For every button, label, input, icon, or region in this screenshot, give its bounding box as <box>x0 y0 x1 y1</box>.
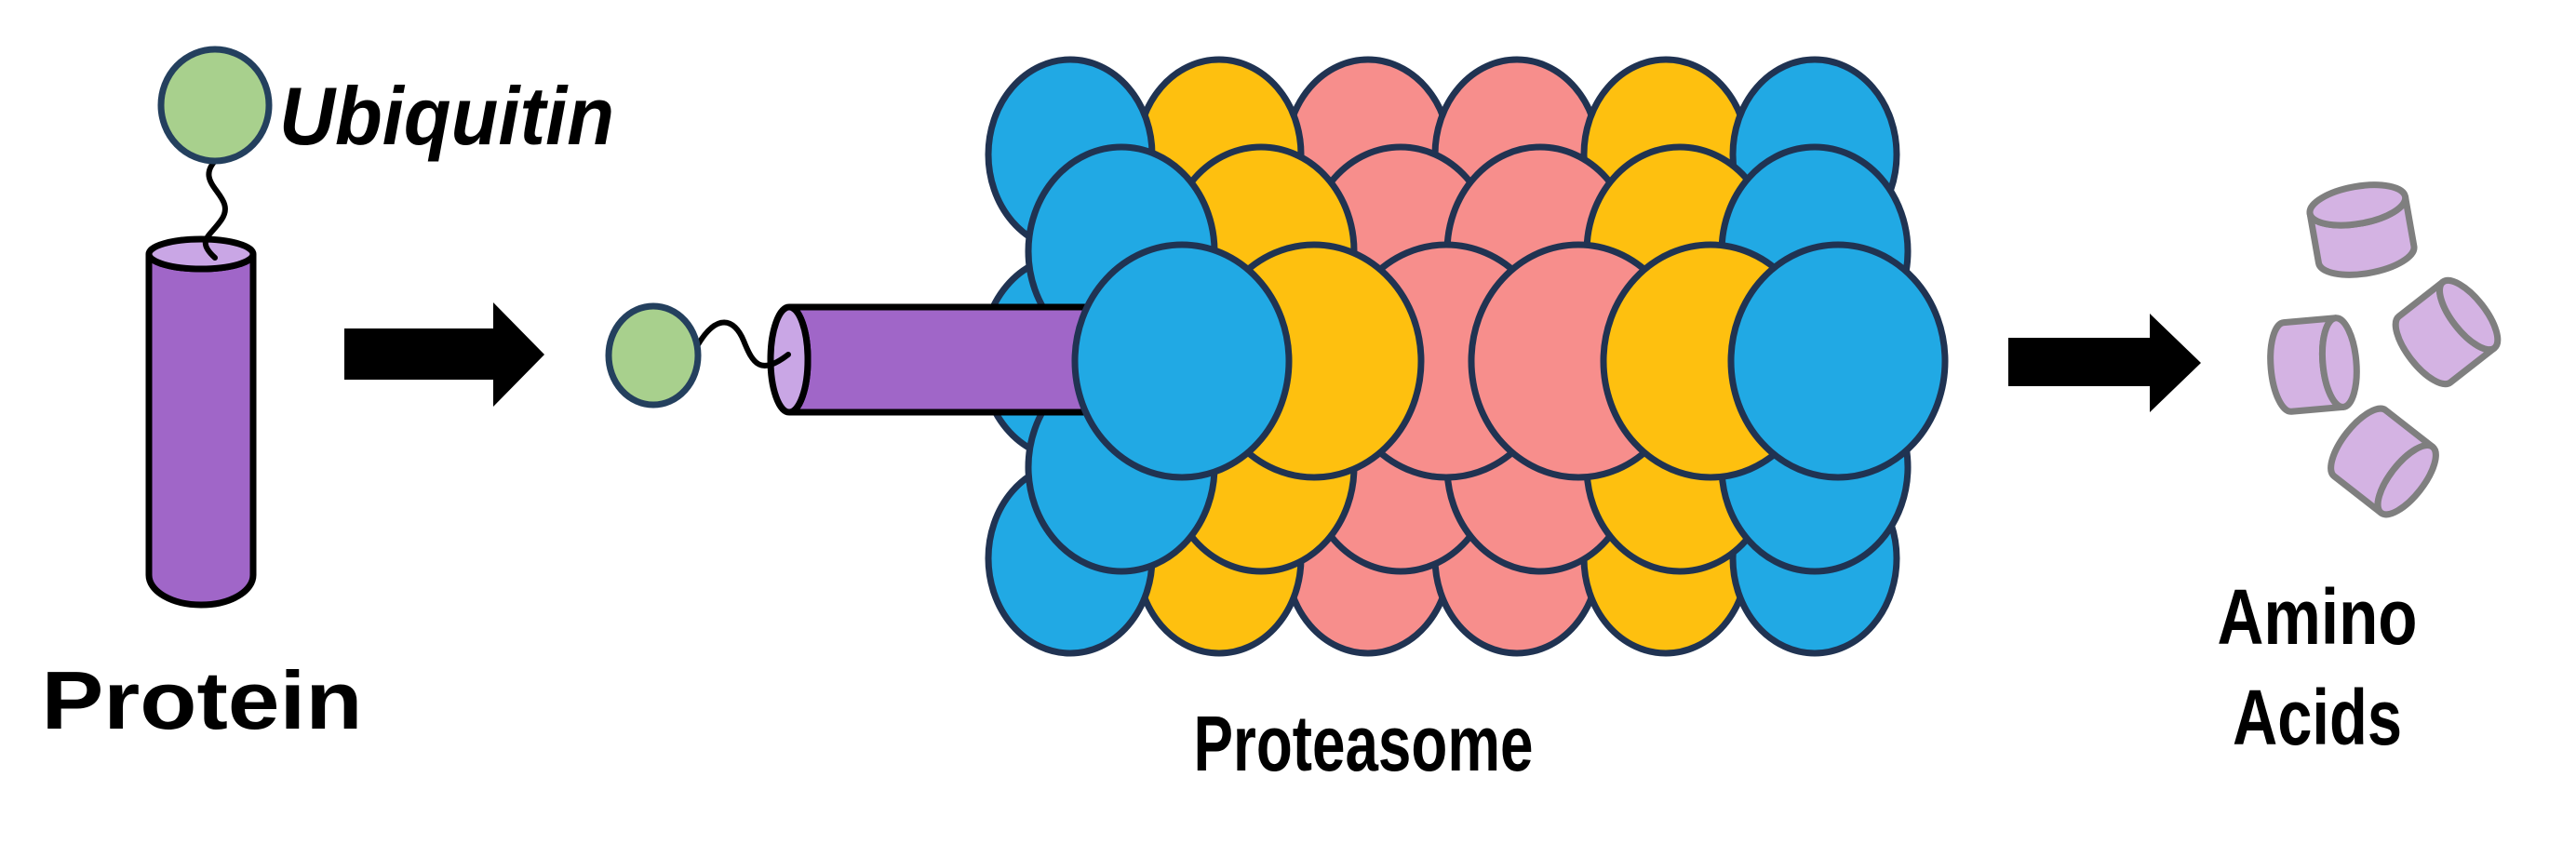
amino-acid-cylinder <box>2392 276 2502 388</box>
arrow-right-icon <box>2008 314 2201 412</box>
protein-label: Protein <box>42 654 363 746</box>
proteasome-front-subunits <box>1071 241 1949 481</box>
amino-acid-cylinder-part <box>2374 442 2439 518</box>
protein-cylinder-cap <box>145 235 257 273</box>
ubiquitin-circle <box>605 302 702 409</box>
amino-acids-label-line1: Amino <box>2218 573 2418 661</box>
amino-acids-cluster <box>2267 181 2502 518</box>
amino-acid-cylinder-part <box>2436 276 2502 354</box>
amino-acid-cylinder <box>2267 315 2360 415</box>
ubiquitin-linker-squiggle <box>202 156 228 261</box>
protein-cylinder-body <box>145 253 257 609</box>
substrate-entering-proteasome <box>605 302 1148 416</box>
amino-acid-cylinder <box>2328 405 2439 518</box>
ubiquitin-linker-squiggle <box>694 319 791 368</box>
proteasome-label: Proteasome <box>1194 700 1534 787</box>
amino-acid-cylinder-part <box>2318 315 2360 410</box>
proteasome-subunit-front <box>1071 241 1293 481</box>
amino-acids-label-line2: Acids <box>2233 674 2402 761</box>
substrate-rod-cap <box>767 303 812 416</box>
amino-acid-cylinder <box>2306 181 2418 278</box>
arrow-right-icon <box>344 302 544 407</box>
ubiquitin-circle <box>157 46 273 165</box>
ubiquitin-label: Ubiquitin <box>279 70 614 162</box>
amino-acid-cylinder-part <box>2306 181 2409 229</box>
proteasome-subunit-front <box>1727 241 1949 481</box>
ubiquitinated-protein <box>145 46 273 609</box>
